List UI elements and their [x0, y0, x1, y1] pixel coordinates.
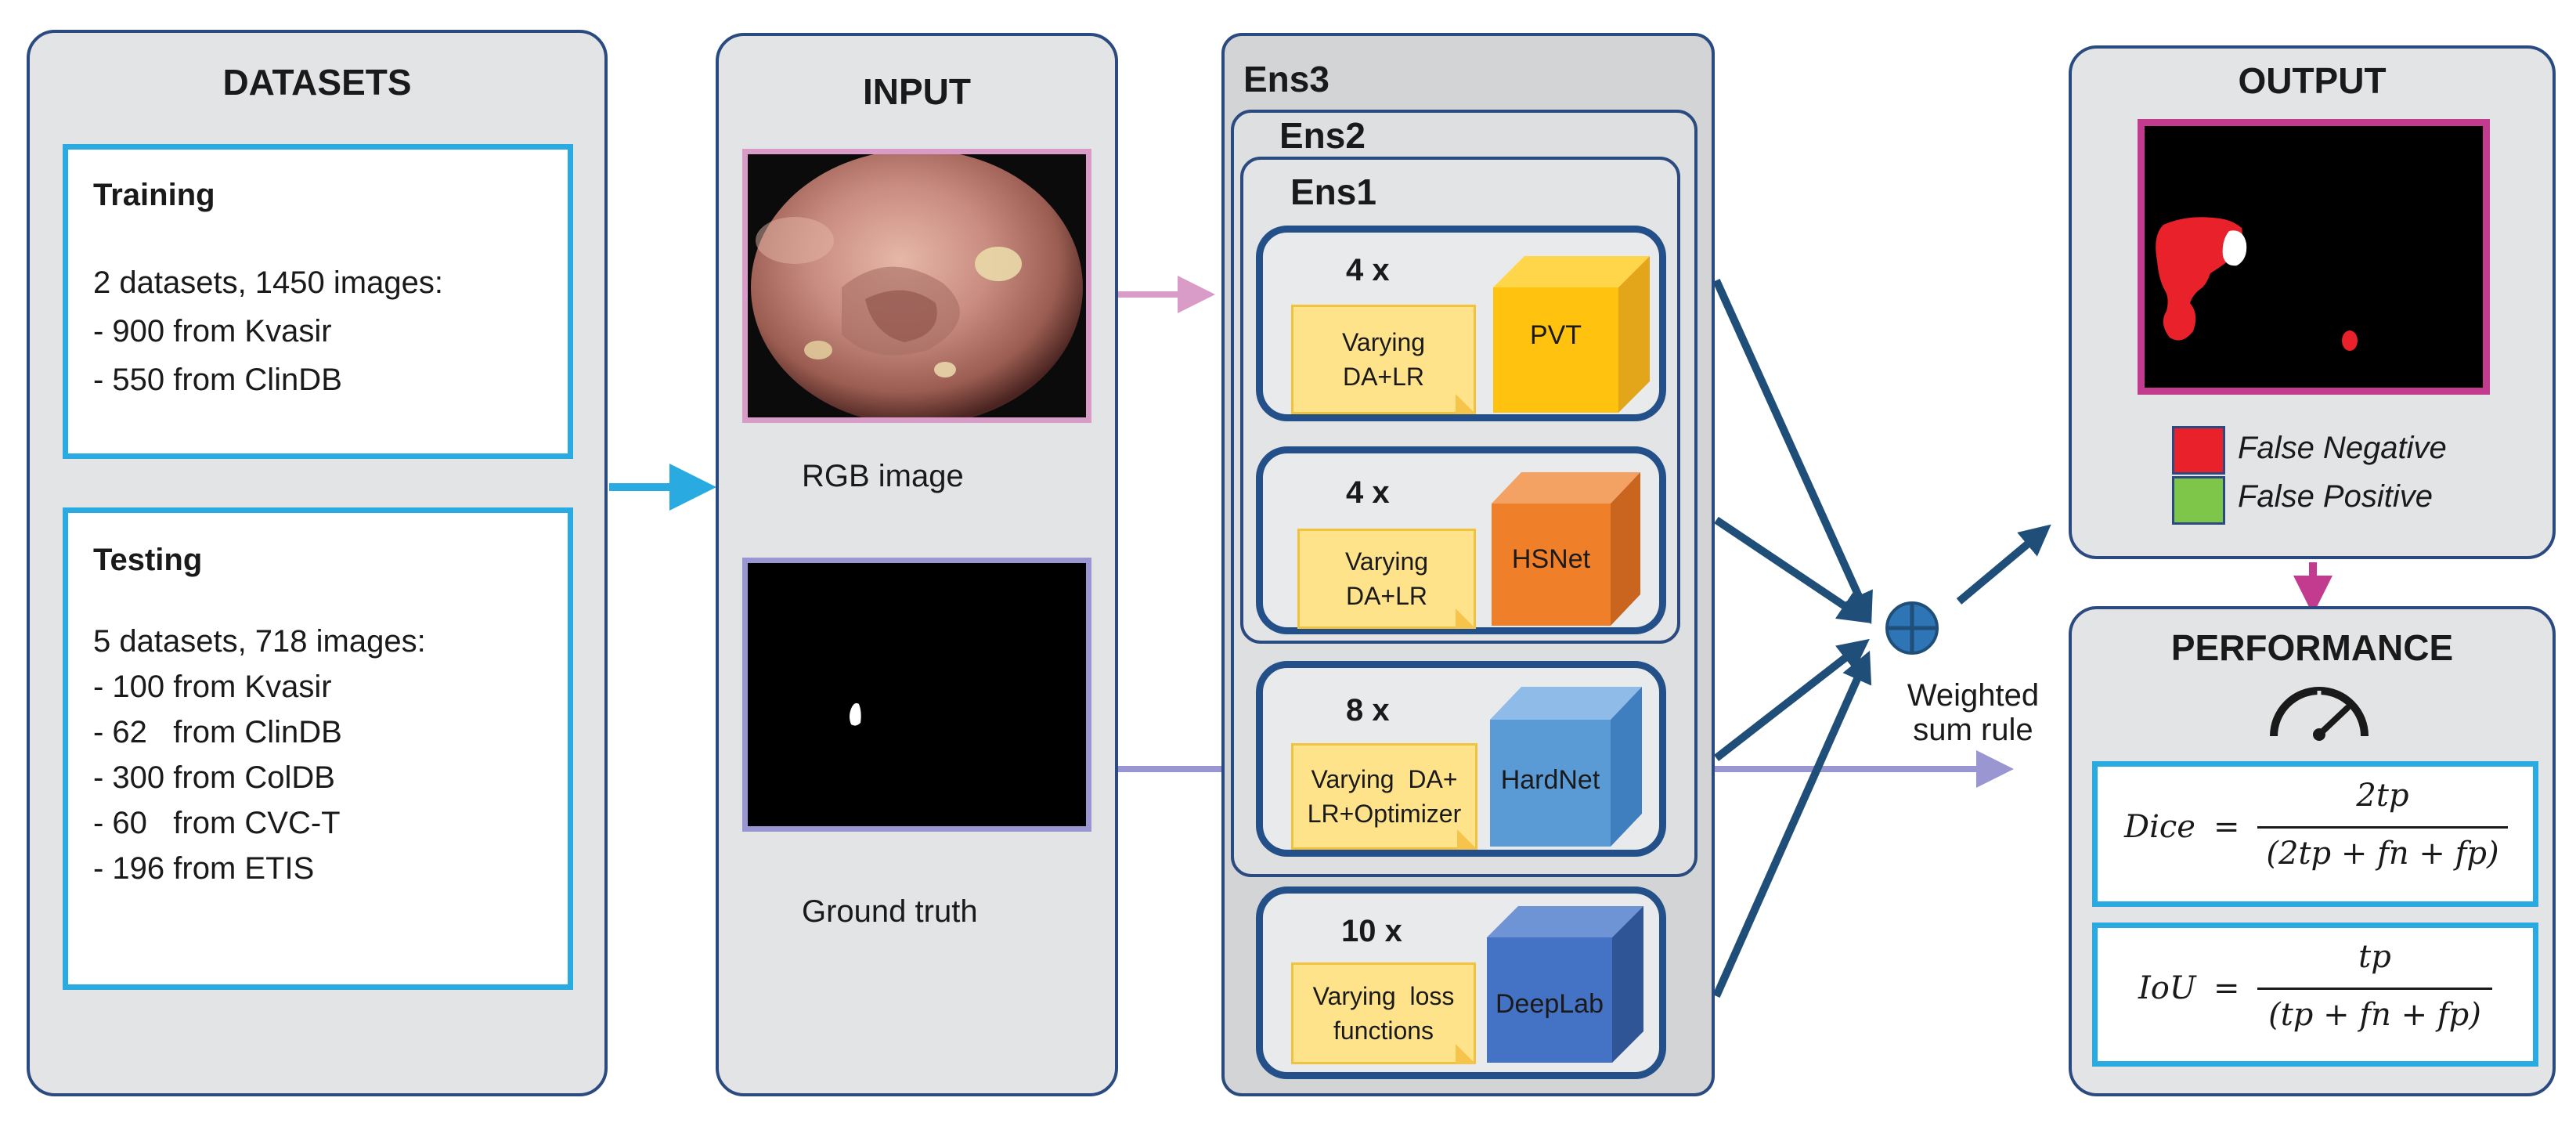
arrow-hsnet-to-sum	[1714, 516, 1871, 623]
legend-label-false-positive: False Positive	[2238, 479, 2433, 514]
ens2-label: Ens2	[1279, 115, 1366, 156]
iou-lhs: IoU	[2138, 970, 2196, 1006]
legend-label-false-negative: False Negative	[2238, 431, 2447, 465]
model-count: 10 x	[1341, 914, 1402, 948]
model-note: Varying DA+LR	[1297, 529, 1476, 629]
testing-item: - 100 from Kvasir	[93, 670, 332, 704]
arrow-deeplab-to-sum	[1712, 650, 1872, 998]
arrow-hardnet-to-sum	[1713, 638, 1870, 761]
ens3-label: Ens3	[1243, 59, 1329, 99]
cube-label-deeplab: DeepLab	[1495, 989, 1604, 1019]
testing-summary: 5 datasets, 718 images:	[93, 624, 426, 659]
legend-swatch-false-negative	[2172, 426, 2225, 475]
iou-denominator: (tp + fn + fp)	[2268, 997, 2481, 1033]
dice-eq: =	[2213, 809, 2240, 845]
arrow-pvt-to-sum	[1712, 278, 1873, 625]
performance-heading: PERFORMANCE	[2170, 627, 2454, 668]
training-item: - 550 from ClinDB	[93, 363, 342, 397]
output-mask-image	[2138, 119, 2490, 395]
training-box: Training 2 datasets, 1450 images: - 900 …	[63, 144, 573, 459]
iou-formula-box: IoU = tp (tp + fn + fp)	[2092, 923, 2538, 1067]
cube-label-hardnet: HardNet	[1500, 765, 1600, 795]
dice-lhs: Dice	[2124, 809, 2195, 845]
input-heading: INPUT	[863, 71, 971, 112]
cube-hsnet	[1492, 472, 1640, 626]
model-note: Varying DA+LR	[1291, 305, 1476, 414]
dice-fraction-bar	[2257, 826, 2508, 829]
output-panel: OUTPUT False Negative False Positive	[2069, 45, 2556, 559]
testing-item: - 196 from ETIS	[93, 851, 315, 886]
testing-item: - 60 from CVC-T	[93, 806, 341, 840]
dice-numerator: 2tp	[2356, 778, 2409, 814]
output-heading: OUTPUT	[2238, 60, 2387, 101]
cube-pvt	[1493, 256, 1650, 413]
legend-swatch-false-positive	[2172, 476, 2225, 525]
ground-truth-image	[742, 558, 1091, 832]
training-summary: 2 datasets, 1450 images:	[93, 265, 443, 300]
iou-eq: =	[2213, 970, 2240, 1006]
cube-label-pvt: PVT	[1529, 320, 1582, 350]
input-panel: INPUT RGB image Ground t	[716, 33, 1118, 1096]
model-box-pvt: 4 x Varying DA+LR PVT	[1256, 226, 1666, 421]
model-count: 4 x	[1346, 253, 1390, 287]
ens1-label: Ens1	[1290, 172, 1376, 212]
model-count: 8 x	[1346, 693, 1390, 728]
gt-caption: Ground truth	[802, 894, 978, 929]
datasets-panel: DATASETS Training 2 datasets, 1450 image…	[27, 30, 608, 1096]
circle-plus-icon	[1885, 601, 1939, 655]
cube-label-hsnet: HSNet	[1511, 544, 1591, 574]
speedometer-icon	[2270, 687, 2369, 741]
iou-numerator: tp	[2358, 939, 2391, 975]
testing-title: Testing	[93, 543, 203, 577]
model-box-hsnet: 4 x Varying DA+LR HSNet	[1256, 446, 1666, 634]
testing-item: - 62 from ClinDB	[93, 715, 342, 749]
performance-panel: PERFORMANCE Dice = 2tp (2tp + fn + fp) I…	[2069, 606, 2556, 1096]
training-item: - 900 from Kvasir	[93, 314, 332, 348]
cube-deeplab	[1487, 906, 1643, 1063]
testing-item: - 300 from ColDB	[93, 760, 335, 795]
rgb-image	[742, 149, 1091, 423]
model-count: 4 x	[1346, 475, 1390, 510]
datasets-heading: DATASETS	[222, 62, 412, 103]
model-box-hardnet: 8 x Varying DA+ LR+Optimizer HardNet	[1256, 661, 1666, 857]
cube-hardnet	[1490, 687, 1642, 847]
model-note: Varying loss functions	[1291, 962, 1476, 1064]
training-title: Training	[93, 178, 215, 212]
combiner-label: Weighted sum rule	[1907, 678, 2040, 747]
iou-fraction-bar	[2257, 988, 2492, 990]
rgb-caption: RGB image	[802, 459, 964, 493]
dice-formula-box: Dice = 2tp (2tp + fn + fp)	[2092, 761, 2538, 907]
model-note: Varying DA+ LR+Optimizer	[1291, 743, 1477, 850]
arrow-sum-to-output	[1956, 524, 2051, 605]
testing-box: Testing 5 datasets, 718 images: - 100 fr…	[63, 507, 573, 990]
dice-denominator: (2tp + fn + fp)	[2266, 836, 2499, 872]
model-box-deeplab: 10 x Varying loss functions DeepLab	[1256, 886, 1666, 1079]
